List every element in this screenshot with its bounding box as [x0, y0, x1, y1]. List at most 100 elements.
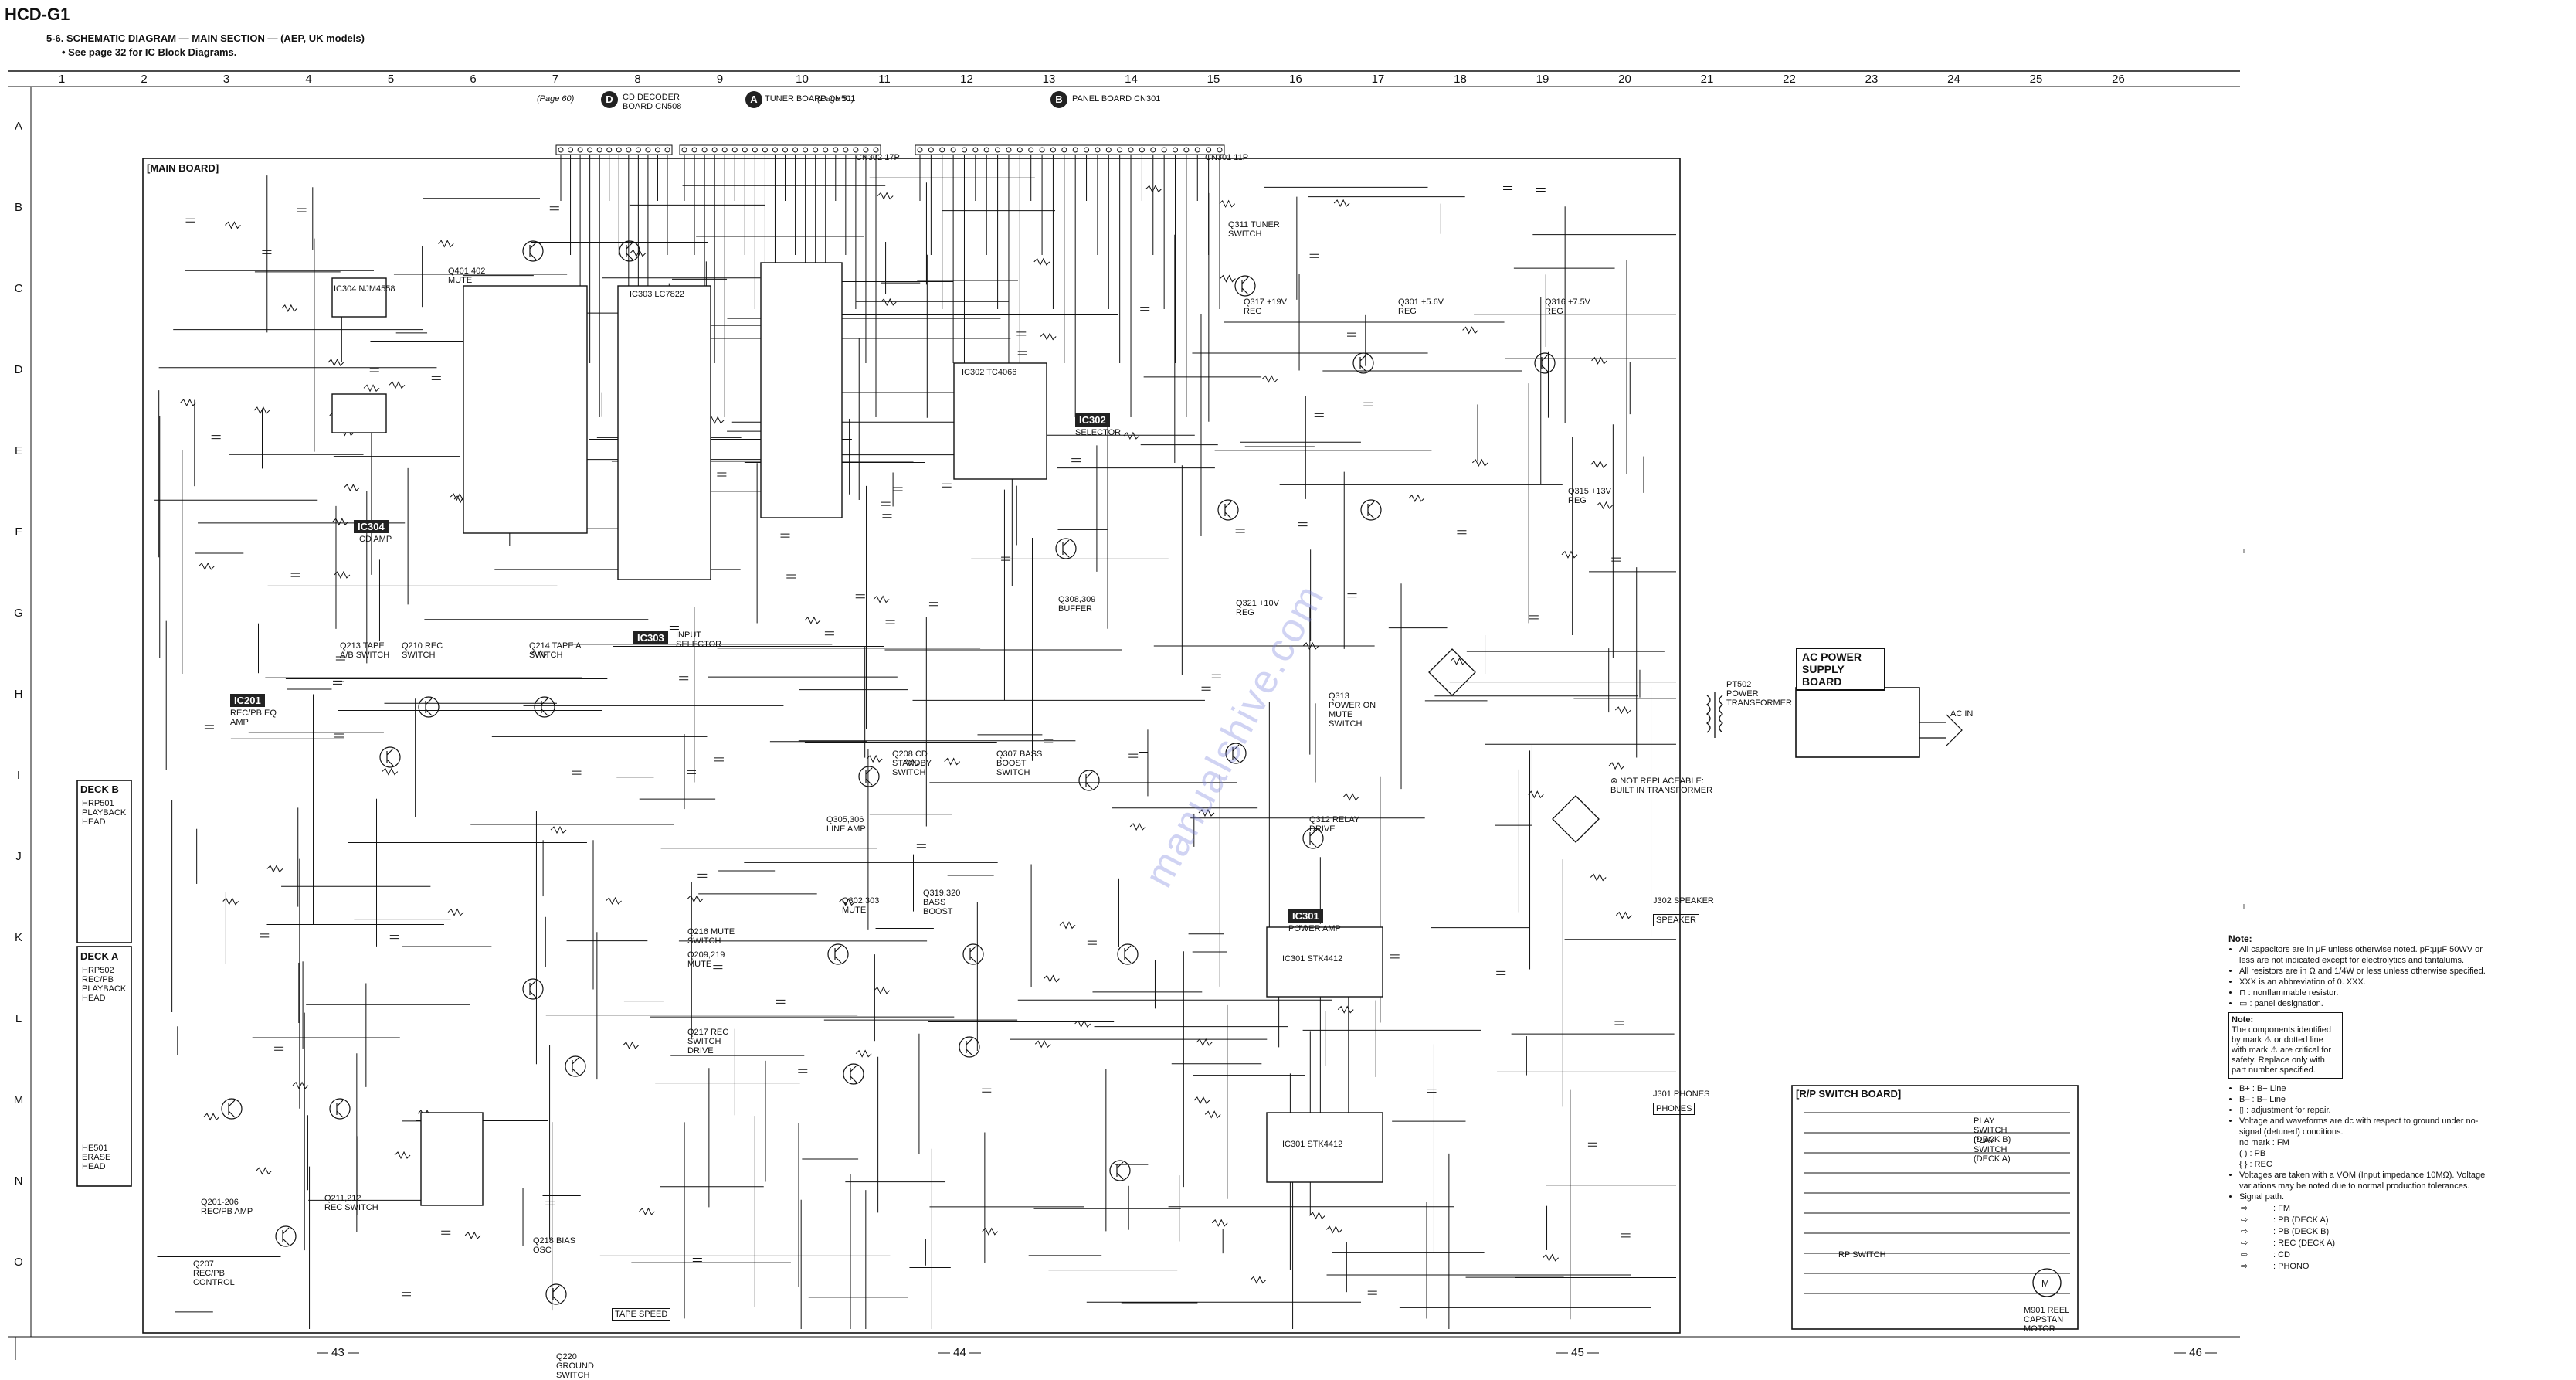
capacitor-symbol	[1235, 529, 1245, 533]
model-title: HCD-G1	[5, 5, 70, 24]
transistor-caption: Q209,219 MUTE	[687, 950, 725, 969]
grid-column-9: 9	[716, 73, 724, 86]
capacitor-symbol	[1044, 739, 1054, 743]
capacitor-symbol	[1529, 615, 1539, 620]
capacitor-symbol	[1087, 940, 1097, 945]
connector-pin	[1061, 147, 1067, 153]
transistor-caption: Q220 GROUND SWITCH	[556, 1352, 594, 1380]
connector-pin	[606, 147, 613, 153]
resistor-symbol	[1591, 356, 1607, 365]
note-item: Signal path.	[2239, 1191, 2495, 1202]
resistor-symbol	[1471, 458, 1488, 467]
connector-pin	[1217, 147, 1223, 153]
resistor-symbol	[1608, 762, 1625, 770]
ic201-caption: REC/PB EQ AMP	[230, 709, 277, 727]
capacitor-symbol	[389, 935, 399, 940]
resistor-symbol	[1462, 326, 1478, 335]
connector-pin	[1128, 147, 1134, 153]
capacitor-symbol	[1508, 964, 1518, 968]
transistor-caption: Q217 REC SWITCH DRIVE	[687, 1028, 729, 1055]
page-number-44: — 44 —	[938, 1346, 982, 1359]
signal-arrow-icon: ⇨	[2241, 1261, 2248, 1271]
ic303-part: IC303 LC7822	[630, 290, 684, 299]
capacitor-symbol	[679, 676, 689, 681]
resistor-symbol	[531, 650, 547, 658]
grid-column-4: 4	[305, 73, 312, 86]
connector-pin	[1006, 147, 1012, 153]
grid-column-3: 3	[222, 73, 230, 86]
deck-a-label: DECK A	[80, 950, 119, 962]
capacitor-symbol	[211, 435, 221, 440]
connector-pin	[853, 147, 859, 153]
connector-pin	[577, 147, 583, 153]
note-item: { } : REC	[2239, 1160, 2272, 1169]
grid-row-J: J	[15, 850, 22, 863]
capacitor-symbol	[882, 514, 892, 518]
reel-motor-label: M901 REEL CAPSTAN MOTOR	[2024, 1306, 2069, 1334]
resistor-symbol	[1211, 1219, 1228, 1227]
ic301-tag: IC301	[1288, 909, 1323, 923]
resistor-symbol	[343, 483, 360, 492]
grid-column-10: 10	[796, 73, 809, 86]
grid-column-8: 8	[634, 73, 641, 86]
connector-b-marker: B	[1050, 91, 1067, 108]
transistor-symbol	[1116, 1161, 1124, 1180]
grid-row-H: H	[14, 688, 23, 701]
connector-pin	[863, 147, 869, 153]
transistor-symbol	[1055, 538, 1077, 559]
connector-pin	[721, 147, 728, 153]
transistor-symbol	[626, 242, 633, 260]
grid-column-6: 6	[470, 73, 477, 86]
ic302-part: IC302 TC4066	[962, 368, 1017, 377]
signal-arrow-icon: ⇨	[2241, 1215, 2248, 1225]
transistor-caption: Q305,306 LINE AMP	[826, 815, 866, 834]
ic302-caption: SELECTOR	[1075, 428, 1122, 437]
connector-pin	[1139, 147, 1145, 153]
grid-column-26: 26	[2112, 73, 2125, 86]
capacitor-symbol	[369, 368, 379, 372]
resistor-symbol	[1145, 185, 1162, 193]
connector-pin	[939, 147, 945, 153]
transistor-symbol	[529, 980, 537, 998]
transistor-symbol	[552, 1285, 560, 1304]
capacitor-symbol	[1001, 556, 1011, 561]
capacitor-symbol	[401, 1292, 411, 1297]
capacitor-symbol	[168, 1119, 178, 1123]
note-item: Voltage and waveforms are dc with respec…	[2239, 1116, 2495, 1137]
connector-pin	[742, 147, 748, 153]
cn301-label: CN301 11P	[1205, 153, 1249, 162]
connector-pin	[664, 147, 670, 153]
transistor-symbol	[1225, 743, 1247, 764]
note-item: ▯ : adjustment for repair.	[2239, 1105, 2495, 1116]
capacitor-symbol	[549, 206, 559, 211]
transistor-symbol	[962, 943, 984, 965]
transistor-caption: Q207 REC/PB CONTROL	[193, 1259, 235, 1287]
play-switch-b-label: PLAY SWITCH (DECK B)	[1974, 1117, 2011, 1144]
transistor-symbol	[1541, 354, 1549, 372]
grid-row-N: N	[14, 1174, 23, 1188]
grid-column-5: 5	[387, 73, 395, 86]
capacitor-symbol	[1201, 686, 1211, 691]
connector-pin	[645, 147, 651, 153]
connector-pin	[587, 147, 593, 153]
capacitor-symbol	[1314, 413, 1324, 417]
cd-decoder-label: CD DECODER BOARD CN508	[623, 93, 682, 111]
transistor-symbol	[529, 242, 537, 260]
resistor-symbol	[447, 908, 464, 916]
resistor-symbol	[332, 518, 349, 526]
connector-pin	[792, 147, 799, 153]
transistor-caption: Q211,212 REC SWITCH	[324, 1194, 378, 1212]
resistor-symbol	[1302, 641, 1319, 651]
resistor-symbol	[1615, 911, 1632, 919]
connector-pin	[1028, 147, 1034, 153]
resistor-symbol	[363, 384, 380, 393]
signal-path-label: : PHONO	[2273, 1261, 2310, 1271]
resistor-symbol	[253, 406, 270, 415]
speaker-label: SPEAKER	[1653, 914, 1699, 926]
note-item: XXX is an abbreviation of 0. XXX.	[2239, 977, 2495, 987]
resistor-symbol	[903, 758, 920, 767]
tuner-page: (Page 61)	[817, 94, 855, 104]
transistor-symbol	[336, 1100, 344, 1118]
signal-arrow-icon: ⇨	[2241, 1249, 2248, 1259]
grid-column-12: 12	[960, 73, 973, 86]
